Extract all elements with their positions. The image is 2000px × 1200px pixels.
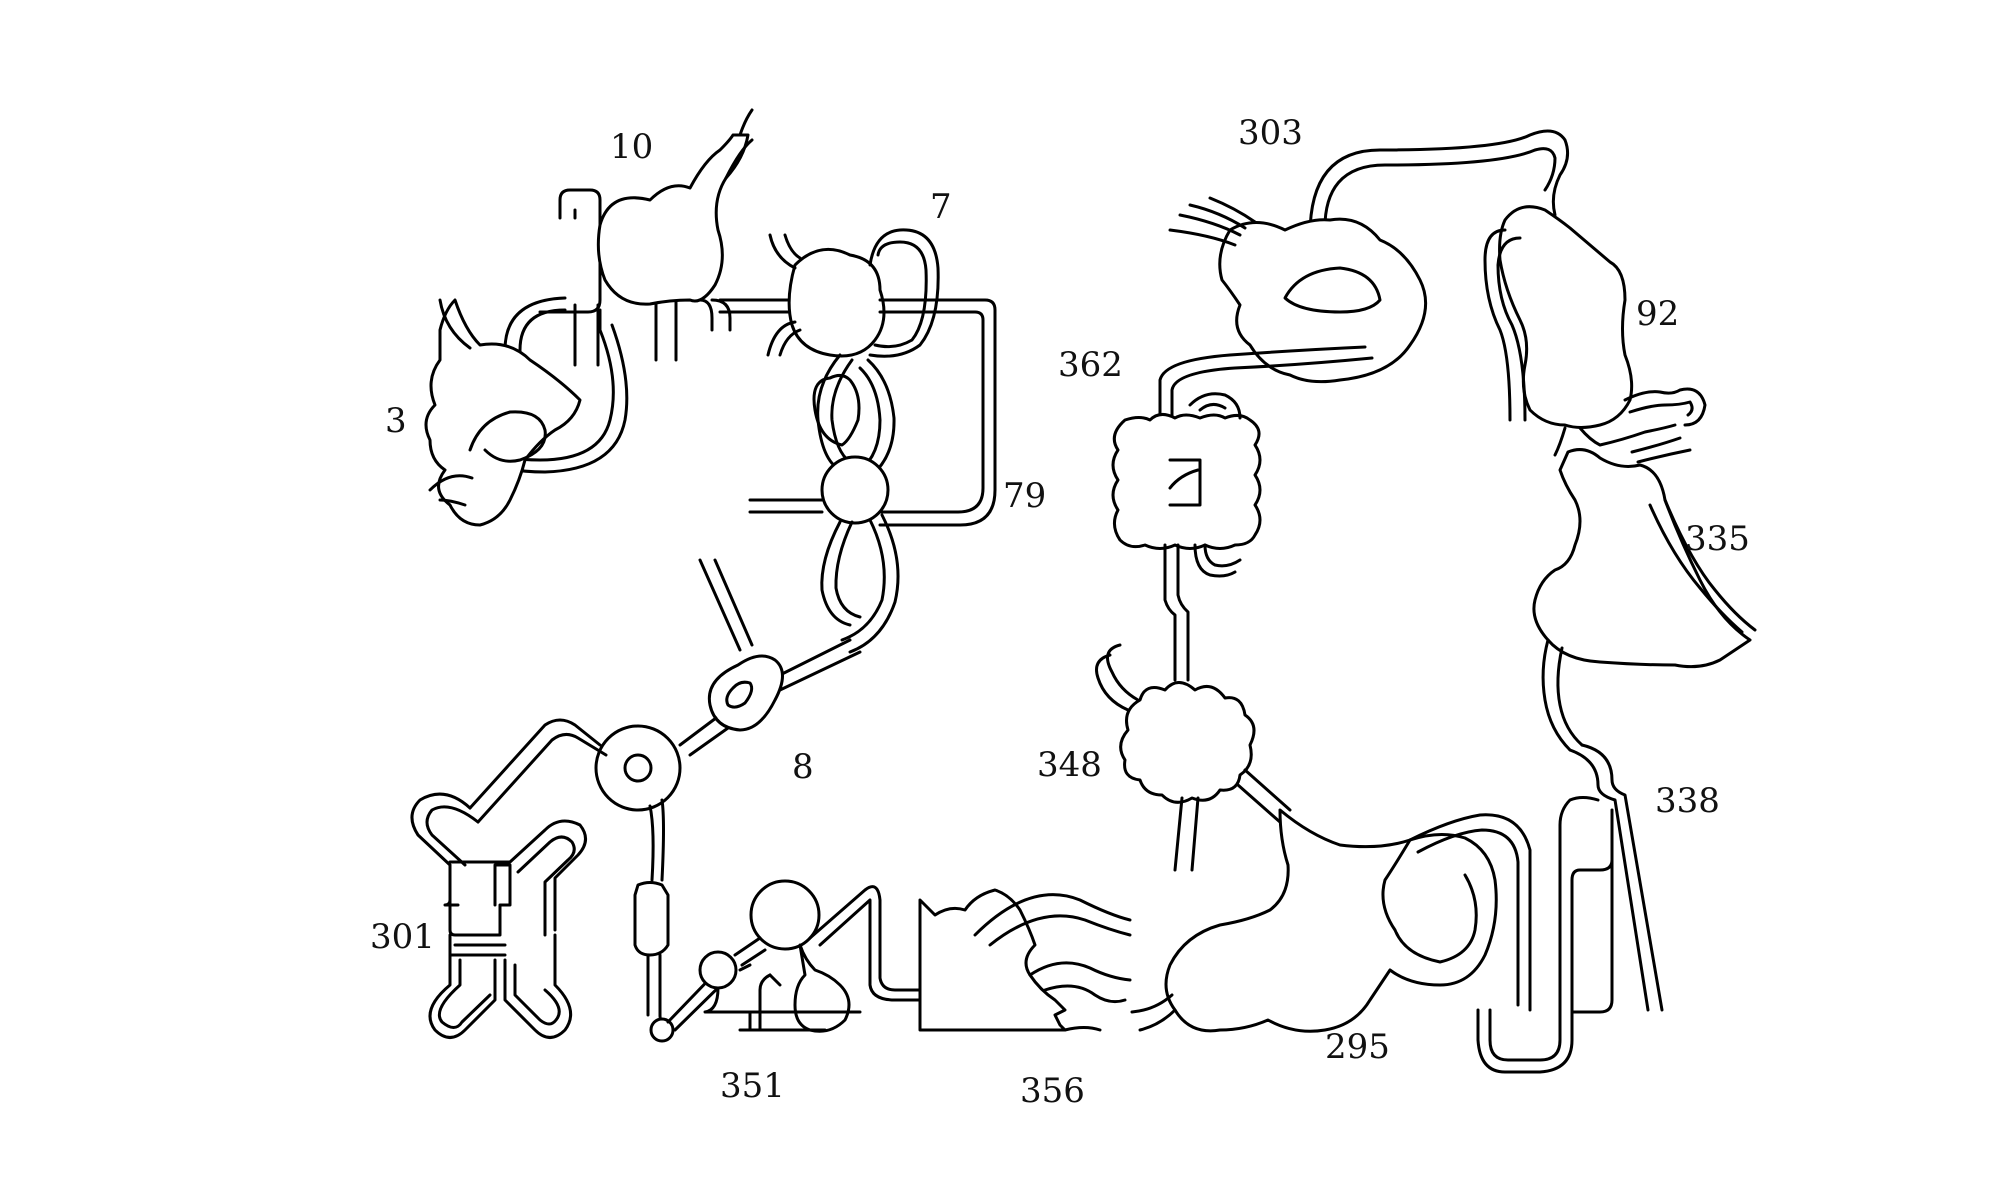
component-10 bbox=[538, 108, 754, 367]
component-295 bbox=[1130, 808, 1532, 1033]
component-335 bbox=[1532, 436, 1757, 752]
component-301 bbox=[410, 792, 587, 1039]
component-356 bbox=[918, 888, 1132, 1032]
component-351 bbox=[633, 879, 922, 1043]
component-303 bbox=[1168, 129, 1570, 384]
label-362: 362 bbox=[1058, 345, 1123, 385]
label-8: 8 bbox=[792, 747, 814, 787]
label-3: 3 bbox=[385, 401, 407, 441]
label-92: 92 bbox=[1636, 294, 1679, 334]
component-79 bbox=[748, 353, 900, 654]
labels: 10 7 3 79 8 301 351 356 303 92 362 335 3… bbox=[370, 113, 1750, 1111]
label-335: 335 bbox=[1685, 519, 1750, 559]
label-7: 7 bbox=[930, 187, 952, 227]
left-figure bbox=[410, 108, 1132, 1043]
component-338 bbox=[1476, 743, 1664, 1074]
component-348 bbox=[1095, 643, 1292, 872]
component-8 bbox=[468, 558, 862, 882]
label-303: 303 bbox=[1238, 113, 1303, 153]
label-301: 301 bbox=[370, 917, 435, 957]
label-10: 10 bbox=[610, 127, 653, 167]
label-356: 356 bbox=[1020, 1071, 1085, 1111]
label-351: 351 bbox=[720, 1066, 785, 1106]
component-3 bbox=[424, 296, 629, 527]
component-362 bbox=[1111, 345, 1374, 682]
component-7 bbox=[718, 228, 997, 527]
label-348: 348 bbox=[1037, 745, 1102, 785]
label-79: 79 bbox=[1003, 476, 1046, 516]
label-338: 338 bbox=[1655, 781, 1720, 821]
right-figure bbox=[1095, 129, 1757, 1074]
component-92 bbox=[1483, 205, 1707, 457]
label-295: 295 bbox=[1325, 1027, 1390, 1067]
